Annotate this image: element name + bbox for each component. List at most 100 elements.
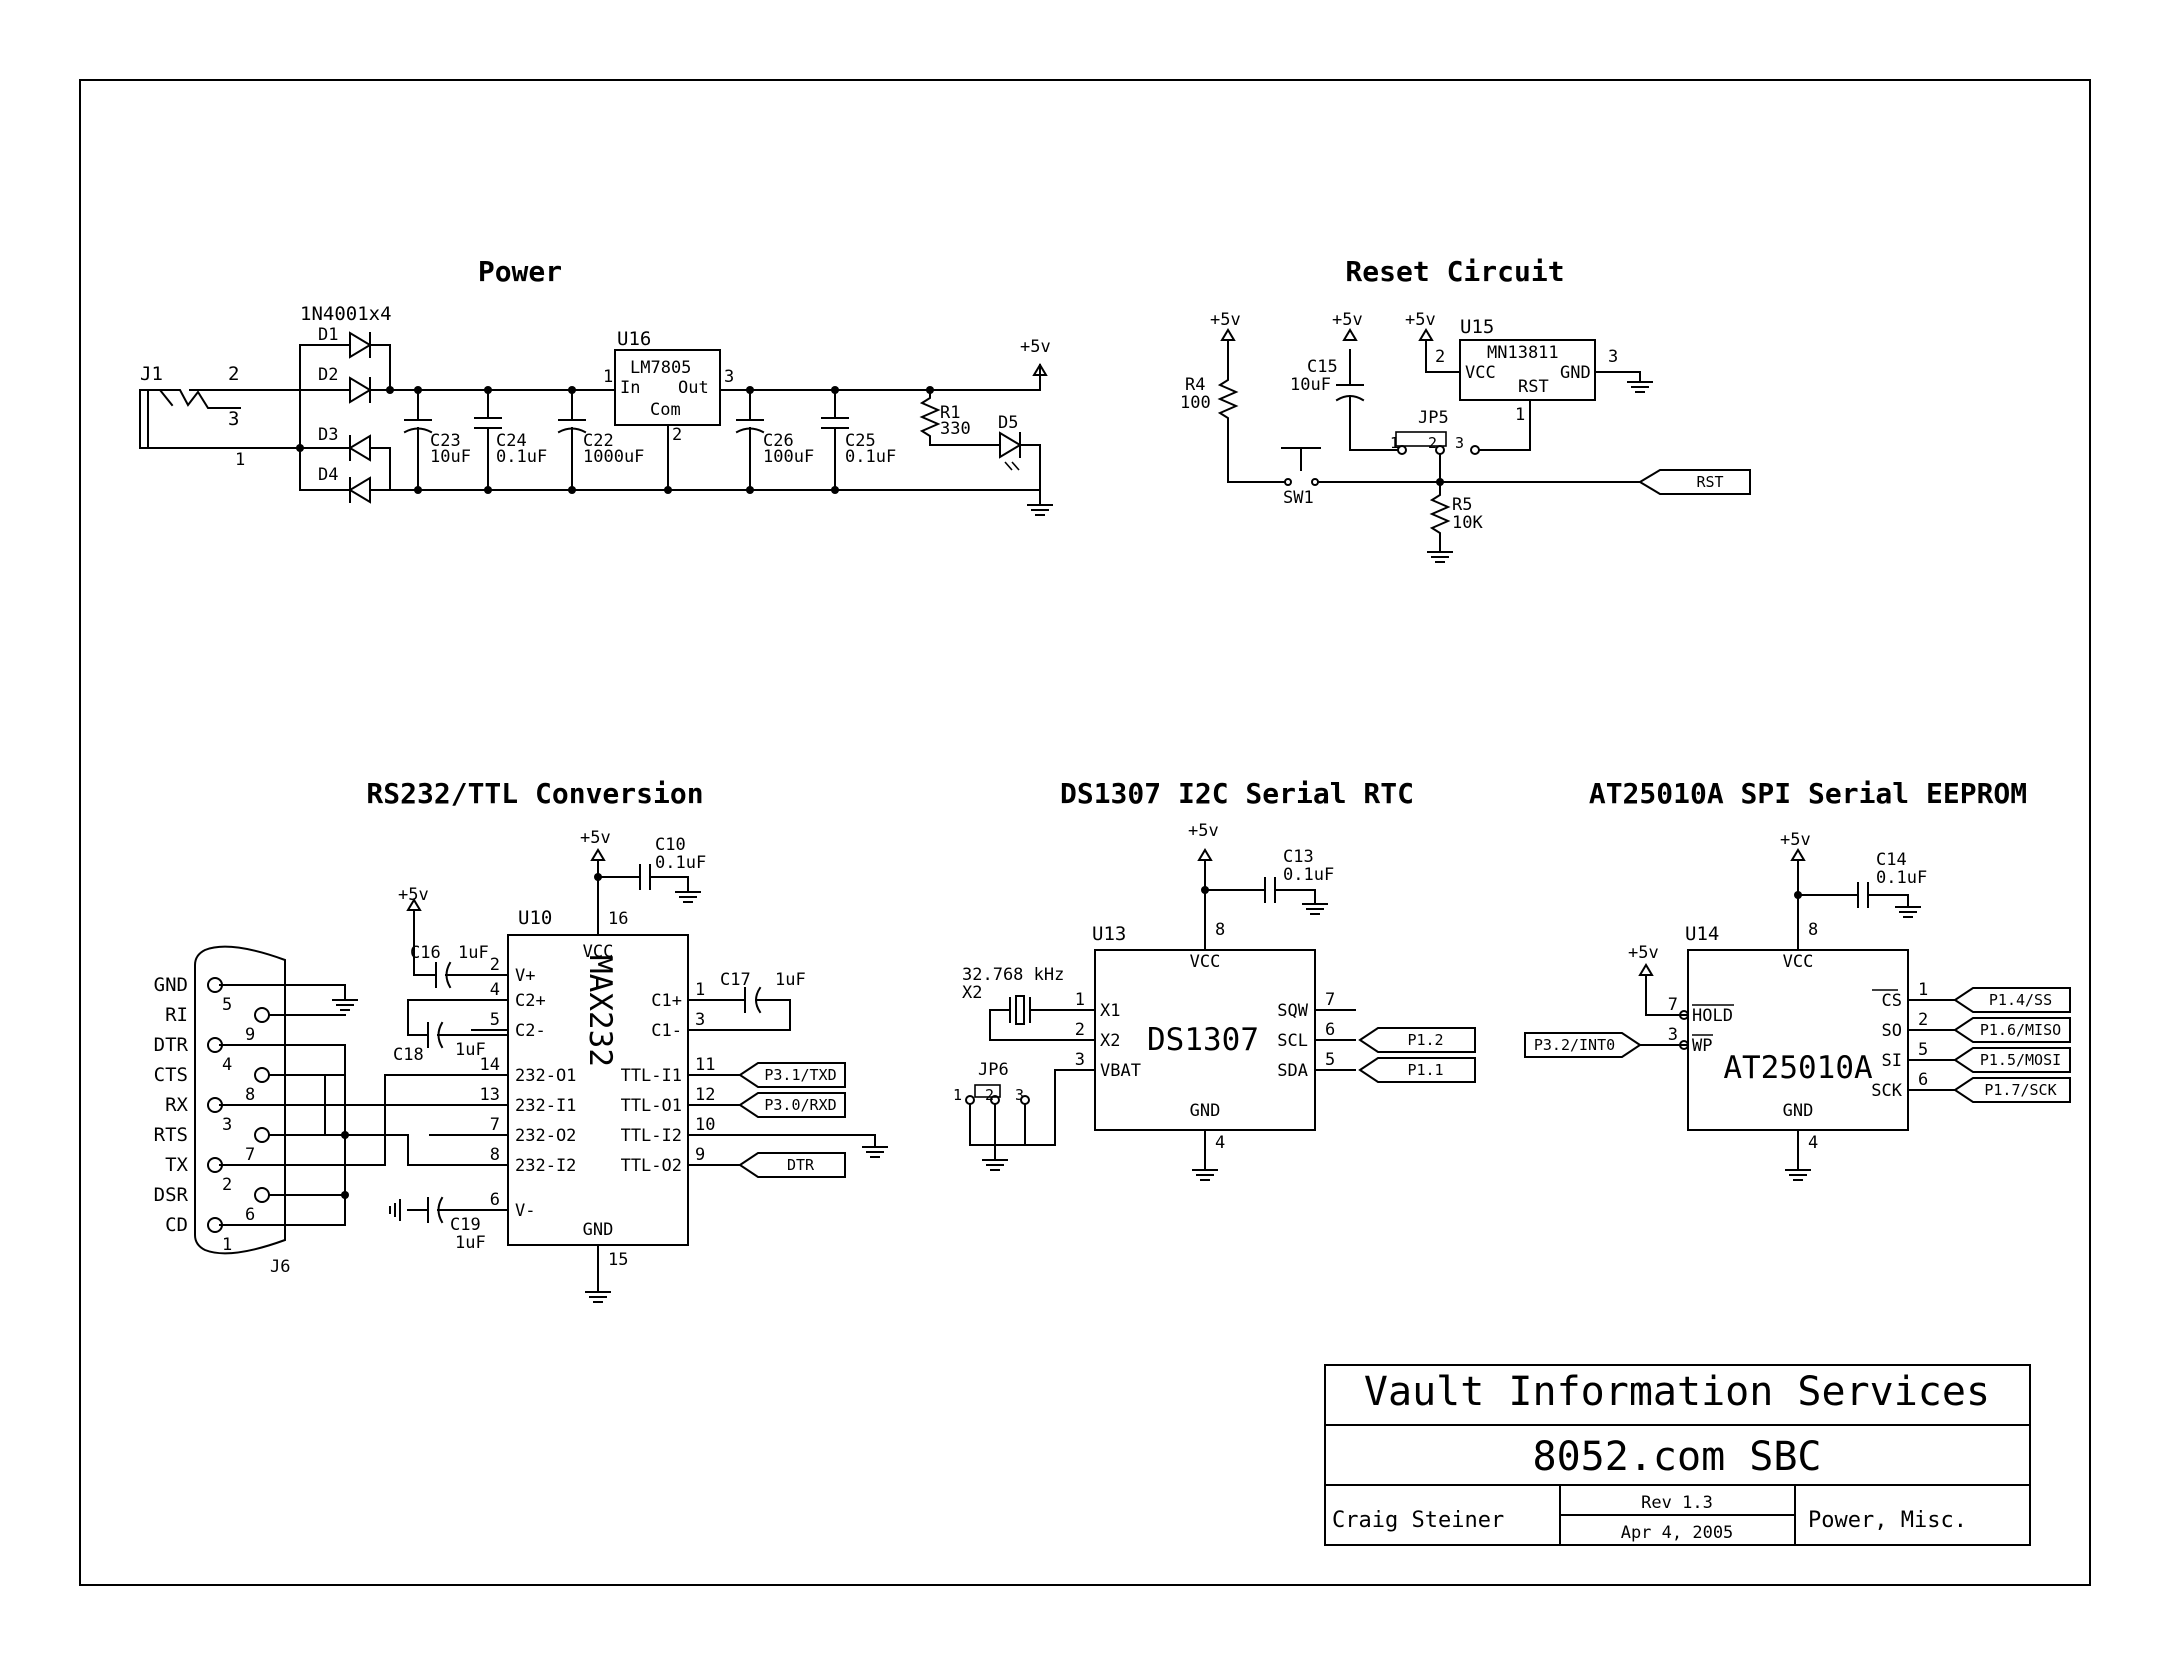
u10-pin-name: TTL-I1 [621, 1066, 682, 1086]
db9-pin-num: 2 [222, 1175, 232, 1195]
c18-value: 1uF [455, 1040, 486, 1060]
db9-pin-label: DSR [154, 1184, 189, 1206]
db9-pin-num: 6 [245, 1205, 255, 1225]
u13-pin-num: 6 [1325, 1020, 1335, 1040]
db9-pin-label: RI [165, 1004, 188, 1026]
cap-c26 [735, 389, 765, 491]
db9-pin-label: CTS [154, 1064, 188, 1086]
net-tag [1524, 1032, 1642, 1058]
net-tag [738, 1092, 846, 1118]
u13-vcc-rail: +5v [1188, 821, 1219, 841]
title-project: 8052.com SBC [1533, 1434, 1822, 1480]
u13-pin-num: 3 [1075, 1050, 1085, 1070]
heading-eeprom: AT25010A SPI Serial EEPROM [1589, 777, 2027, 810]
d2-label: D2 [318, 365, 338, 385]
u13-vcc: VCC [1190, 952, 1221, 972]
u14-pin4: 4 [1808, 1133, 1818, 1153]
u16-out: Out [678, 378, 709, 398]
u10-pin-num: 8 [490, 1145, 500, 1165]
led-d5 [999, 431, 1041, 491]
jp6-pin3: 3 [1015, 1086, 1024, 1104]
u13-pin-num: 2 [1075, 1020, 1085, 1040]
c24-value: 0.1uF [496, 447, 547, 467]
u14-pin-num: 7 [1668, 995, 1678, 1015]
c18-label: C18 [393, 1045, 424, 1065]
u16-label: U16 [617, 328, 651, 350]
u10-pin-num: 6 [490, 1190, 500, 1210]
u10-vcc-rail: +5v [580, 828, 611, 848]
u14-pin-num: 5 [1918, 1040, 1928, 1060]
u10-pin-name: V- [515, 1201, 535, 1221]
d1-label: D1 [318, 325, 338, 345]
j1-pin2: 2 [228, 363, 239, 385]
u14-pin-name: SCK [1871, 1081, 1902, 1101]
c14-label: C14 [1876, 850, 1907, 870]
heading-rs232: RS232/TTL Conversion [366, 777, 703, 810]
j1-jack [139, 389, 301, 449]
db9-pin-num: 4 [222, 1055, 232, 1075]
u14-pin8: 8 [1808, 920, 1818, 940]
switch-sw1 [1281, 447, 1321, 486]
net-tag-text: DTR [787, 1156, 815, 1174]
u14-pin-name: SO [1882, 1021, 1902, 1041]
db9-pin [254, 1067, 270, 1083]
db9-pin-label: GND [154, 974, 188, 996]
u10-pin-name: C2- [515, 1021, 546, 1041]
diode-d4 [344, 476, 391, 504]
db9-pin-label: CD [165, 1214, 188, 1236]
j6-label: J6 [270, 1257, 290, 1277]
u10-pin-name: TTL-O2 [621, 1156, 682, 1176]
u10-pin-num: 12 [695, 1085, 715, 1105]
u10-pin-name: 232-I2 [515, 1156, 576, 1176]
u10-pin-num: 14 [480, 1055, 500, 1075]
u10-pin-name: 232-I1 [515, 1096, 576, 1116]
u13-pin-name: SQW [1277, 1001, 1308, 1021]
u10-pin-name: TTL-O1 [621, 1096, 682, 1116]
u10-pin-name: C1- [651, 1021, 682, 1041]
c16-value: 1uF [458, 943, 489, 963]
net-tag-text: P3.2/INT0 [1534, 1036, 1615, 1054]
sheet-border [79, 79, 2091, 1586]
j1-pin1: 1 [235, 450, 245, 470]
u14-pin-name: WP [1692, 1036, 1712, 1056]
u13-pin-num: 7 [1325, 990, 1335, 1010]
db9-pin-num: 8 [245, 1085, 255, 1105]
c10-label: C10 [655, 835, 686, 855]
u13-pin8: 8 [1215, 920, 1225, 940]
u10-gnd: GND [583, 1220, 614, 1240]
cap-c24 [474, 389, 502, 491]
u10-pin-num: 10 [695, 1115, 715, 1135]
db9-pin-num: 1 [222, 1235, 232, 1255]
u16-part: LM7805 [630, 358, 691, 378]
r5-label: R5 [1452, 495, 1472, 515]
resistor-r4 [1217, 354, 1286, 483]
net-tag [1358, 1027, 1476, 1053]
u10-pin-num: 2 [490, 955, 500, 975]
u15-rst: RST [1518, 377, 1549, 397]
diode-d3 [344, 434, 391, 462]
u13-pin-name: VBAT [1100, 1061, 1141, 1081]
u13-pin-name: X2 [1100, 1031, 1120, 1051]
title-author: Craig Steiner [1332, 1508, 1504, 1533]
u13-pin-num: 1 [1075, 990, 1085, 1010]
net-tag-text: P1.7/SCK [1984, 1081, 2056, 1099]
c14-value: 0.1uF [1876, 868, 1927, 888]
j1-label: J1 [140, 363, 163, 385]
u10-pin-name: 232-O2 [515, 1126, 576, 1146]
u13-label: U13 [1092, 923, 1126, 945]
jumper-jp5 [1395, 431, 1480, 455]
jp5-pin2: 2 [1428, 434, 1437, 452]
u10-label: U10 [518, 907, 552, 929]
u15-pin2: 2 [1435, 347, 1445, 367]
resistor-r5 [1429, 481, 1451, 551]
cap-c23 [403, 389, 433, 491]
u10-pin15: 15 [608, 1250, 628, 1270]
d4-label: D4 [318, 465, 338, 485]
title-revision: Rev 1.3 [1641, 1493, 1713, 1513]
u10-pin-name: C1+ [651, 991, 682, 1011]
db9-pin [254, 1127, 270, 1143]
resistor-r1 [919, 389, 1001, 446]
u15-pin3: 3 [1608, 347, 1618, 367]
